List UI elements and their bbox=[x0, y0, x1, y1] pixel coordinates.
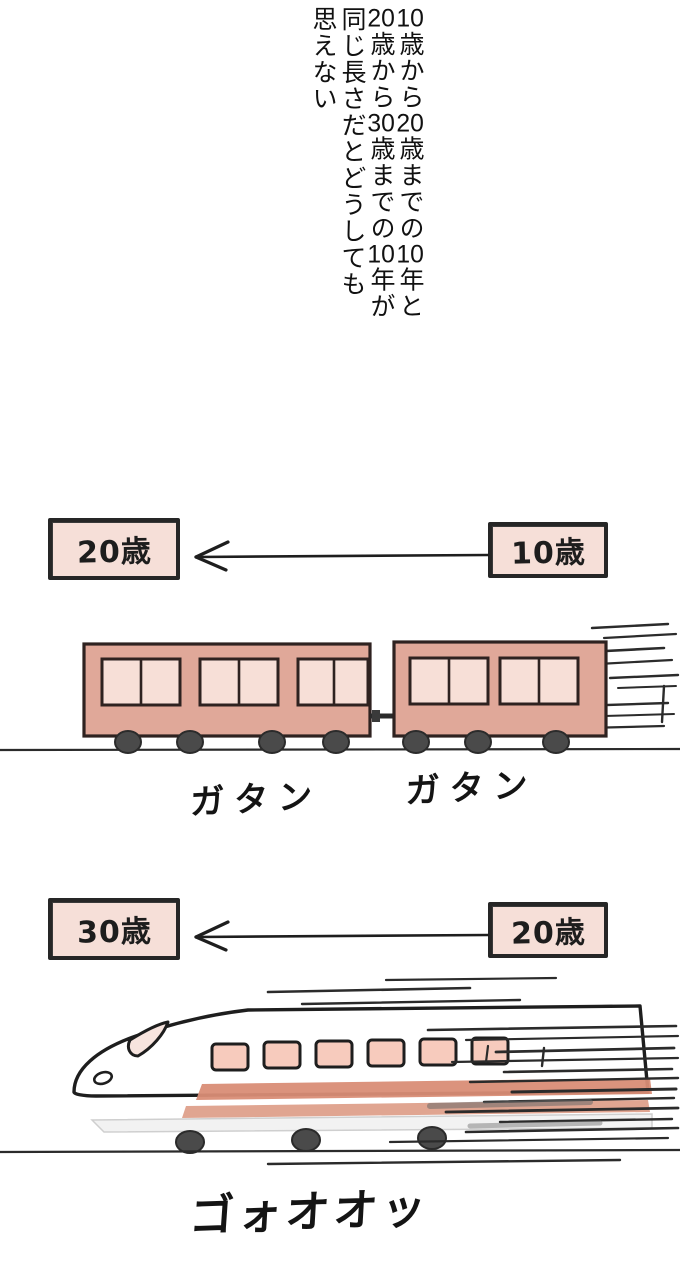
arrow-left-icon bbox=[190, 540, 490, 572]
sfx-part-b: ガタン bbox=[405, 764, 538, 812]
age-box-20: 20歳 bbox=[48, 518, 180, 580]
narration-column-1: 10歳から20歳までの10年と bbox=[396, 6, 424, 320]
bullet-train-body bbox=[72, 1004, 653, 1133]
narration-number: 20 bbox=[367, 6, 395, 31]
age-box-30: 30歳 bbox=[48, 898, 180, 960]
narration-number: 10 bbox=[396, 6, 424, 31]
bullet-speed-lines-trail bbox=[266, 1024, 680, 1166]
narration-number: 20 bbox=[396, 110, 424, 136]
narration-text: 年と bbox=[396, 266, 424, 320]
narration-number: 30 bbox=[367, 110, 395, 136]
age-box-label: 10歳 bbox=[510, 535, 586, 572]
sound-effect-goo: ゴォオオッ bbox=[187, 1182, 432, 1243]
train-car-1 bbox=[82, 642, 372, 754]
narration-text: 歳までの bbox=[396, 135, 424, 242]
age-box-label: 20歳 bbox=[76, 534, 152, 571]
train-coupling bbox=[370, 710, 394, 722]
arrow-left-icon-2 bbox=[190, 920, 490, 952]
age-box-label: 30歳 bbox=[76, 914, 152, 951]
narration-column-2: 20歳から30歳までの10年が bbox=[367, 6, 395, 320]
narration-text: 歳までの bbox=[367, 135, 395, 242]
age-box-label: 20歳 bbox=[510, 915, 586, 952]
narration-number: 10 bbox=[367, 241, 395, 267]
narration-text: 歳から bbox=[396, 31, 424, 111]
narration-text: 歳から bbox=[367, 31, 395, 111]
narration-text: 年が bbox=[367, 266, 395, 320]
age-box-10: 10歳 bbox=[488, 522, 608, 578]
age-box-20-second: 20歳 bbox=[488, 902, 608, 958]
sfx-part-a: ガタン bbox=[189, 776, 323, 824]
train-speed-lines bbox=[574, 622, 680, 730]
bullet-train-wheels bbox=[175, 1126, 447, 1154]
narration-text-block: 10歳から20歳までの10年と 20歳から30歳までの10年が 同じ長さだとどう… bbox=[222, 6, 424, 476]
train-car-2 bbox=[392, 640, 608, 754]
narration-column-3: 同じ長さだとどうしても bbox=[338, 6, 366, 298]
narration-number: 10 bbox=[396, 241, 424, 267]
narration-column-4: 思えない bbox=[309, 6, 337, 112]
bullet-speed-lines-top bbox=[266, 976, 614, 1022]
bullet-train-windows bbox=[210, 1036, 510, 1072]
